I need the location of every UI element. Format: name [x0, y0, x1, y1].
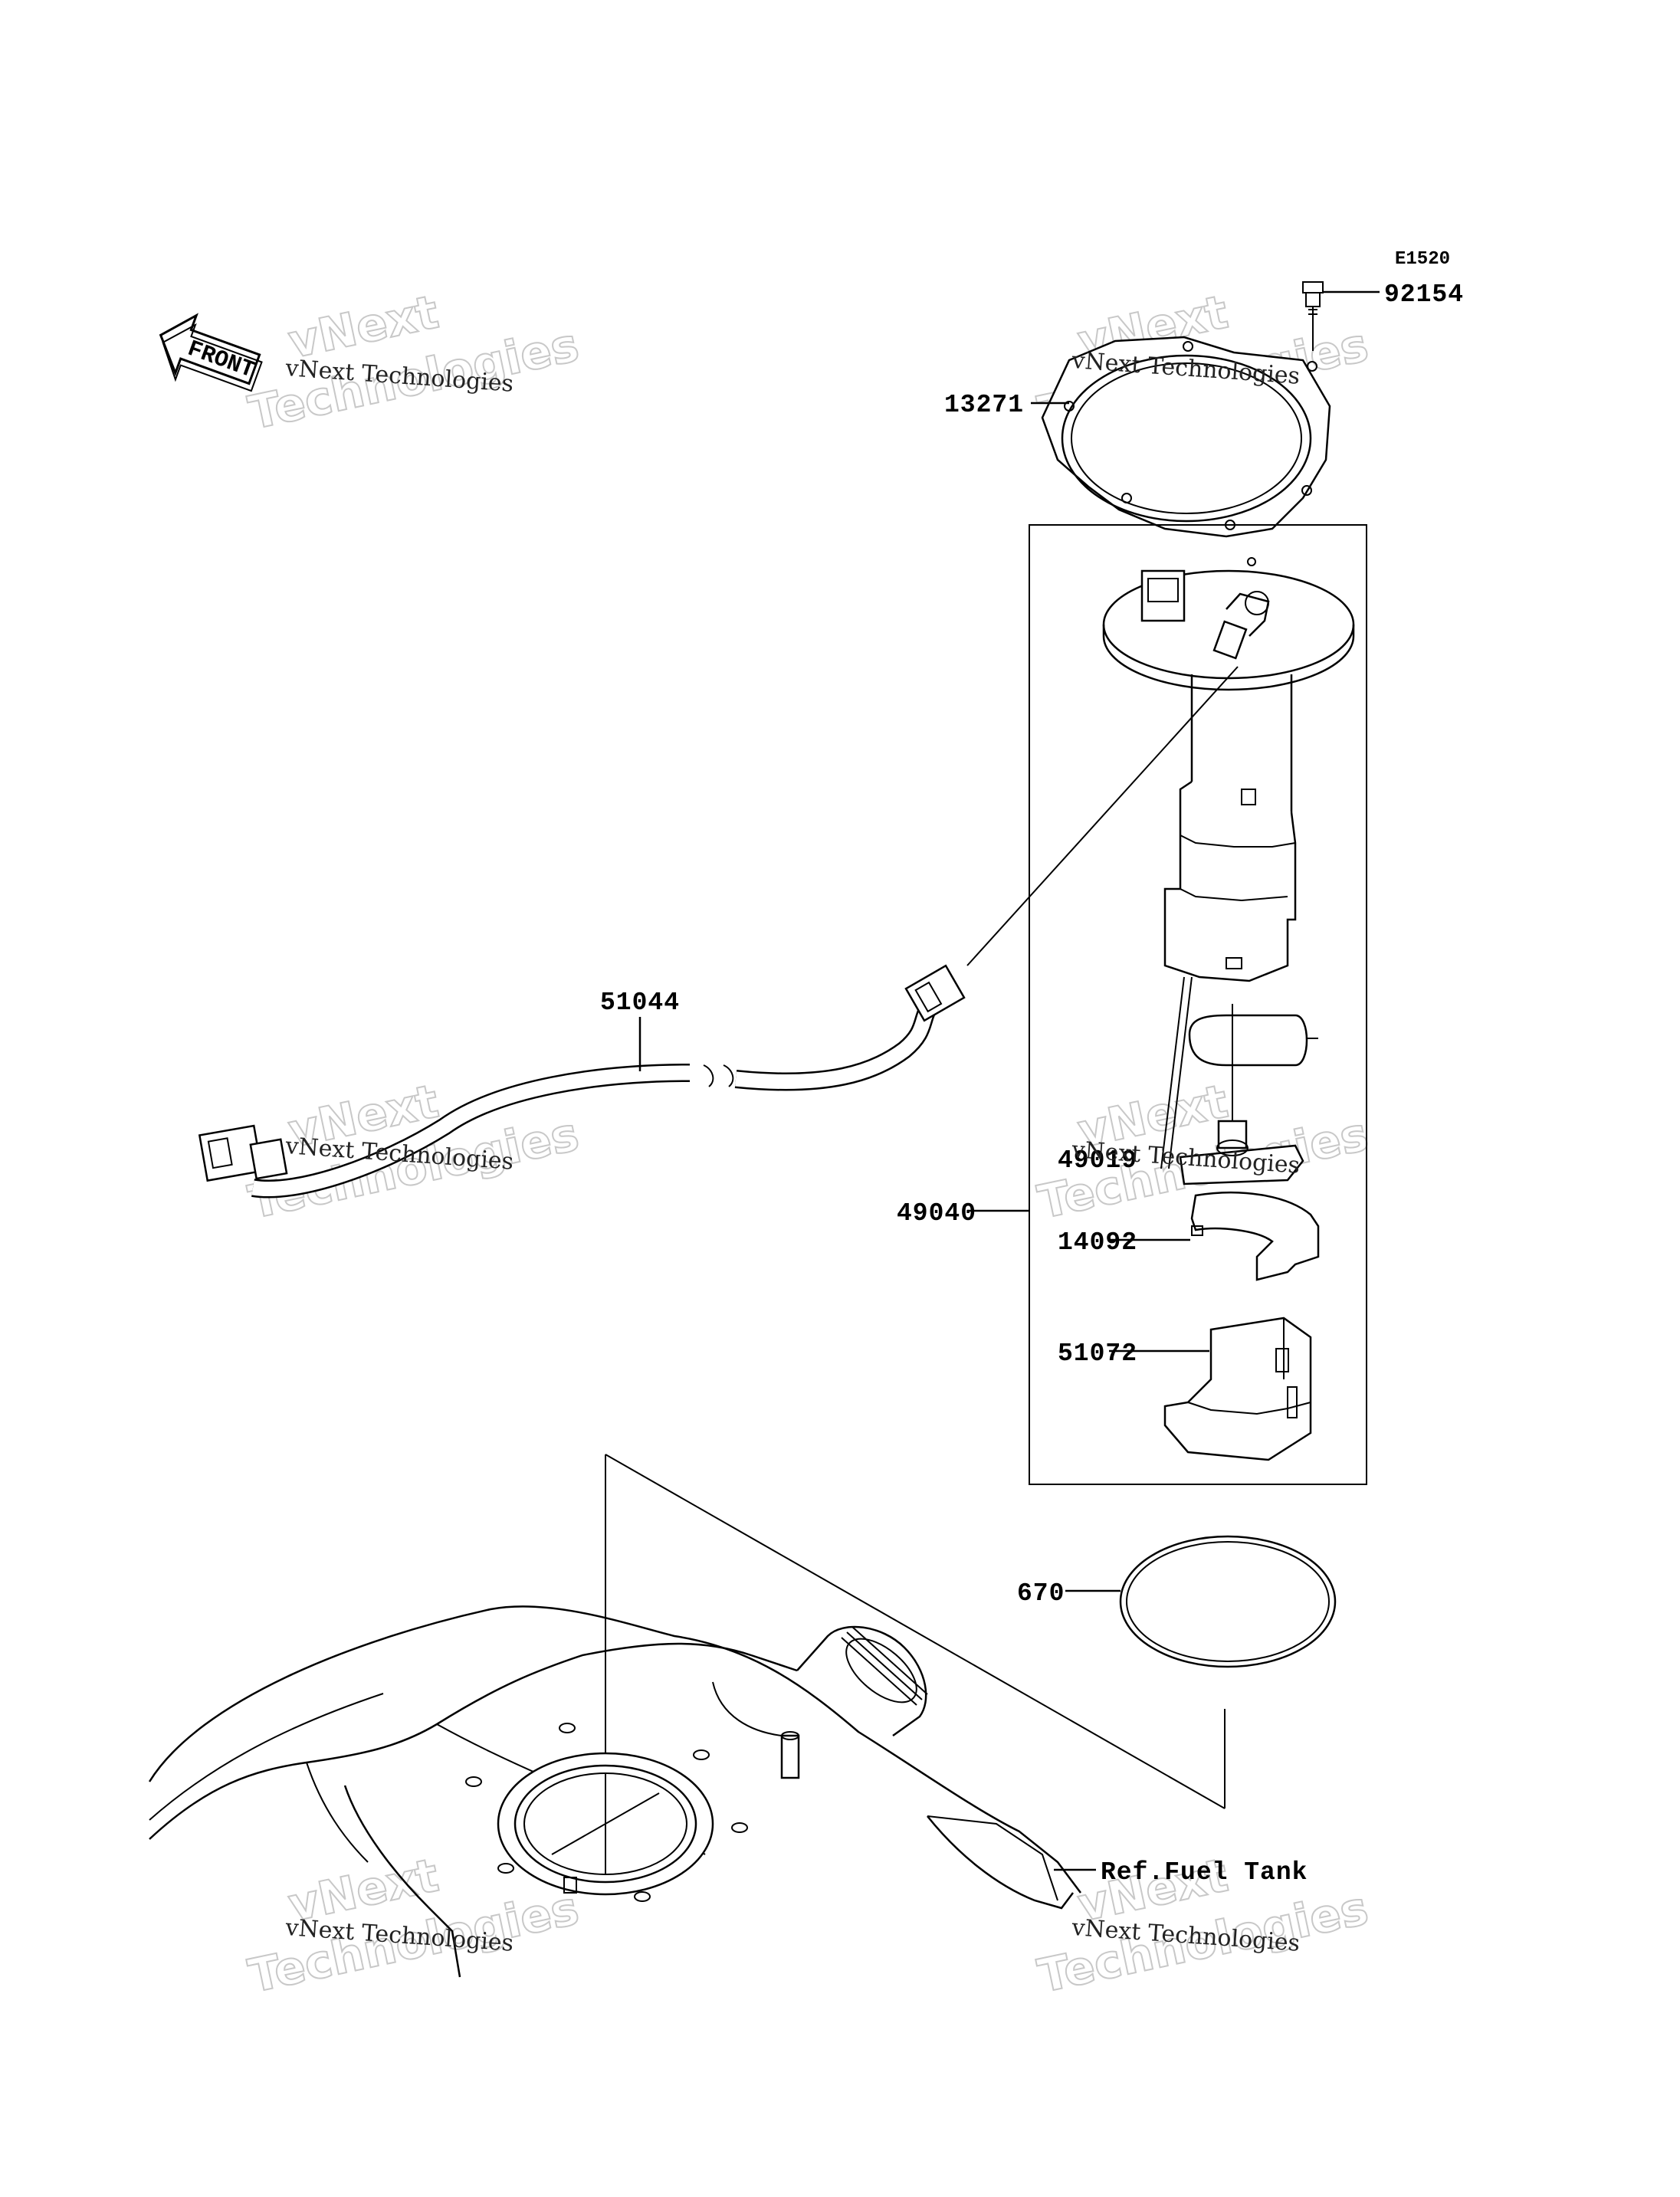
part-label-51044: 51044 [600, 989, 680, 1017]
part-label-51072: 51072 [1058, 1340, 1137, 1368]
part-label-13271: 13271 [944, 391, 1024, 419]
o-ring-670 [1065, 1535, 1337, 1668]
reference-fuel-tank-label: Ref.Fuel Tank [1101, 1858, 1308, 1887]
pump-assembly-frame [1029, 524, 1367, 1485]
fuel-pump-assembly [1102, 557, 1355, 1185]
diagram-code: E1520 [1395, 249, 1450, 270]
bolt-92154 [1302, 281, 1380, 351]
part-label-670: 670 [1017, 1579, 1065, 1608]
part-label-14092: 14092 [1058, 1228, 1137, 1257]
watermark-bottom-right: vNext Technologies [1033, 1848, 1374, 2004]
part-label-49040: 49040 [897, 1199, 976, 1228]
front-arrow-icon: FRONT [159, 313, 263, 392]
fuel-tank [148, 1454, 1226, 1978]
gasket-plate-13271 [1031, 336, 1331, 538]
part-label-49019: 49019 [1058, 1146, 1137, 1175]
watermark-top-left: vNext Technologies [244, 284, 585, 441]
case-51072 [1109, 1317, 1312, 1461]
fuel-line-51044 [198, 666, 1239, 1199]
bracket-14092 [1107, 1191, 1320, 1281]
part-label-92154: 92154 [1384, 280, 1464, 309]
